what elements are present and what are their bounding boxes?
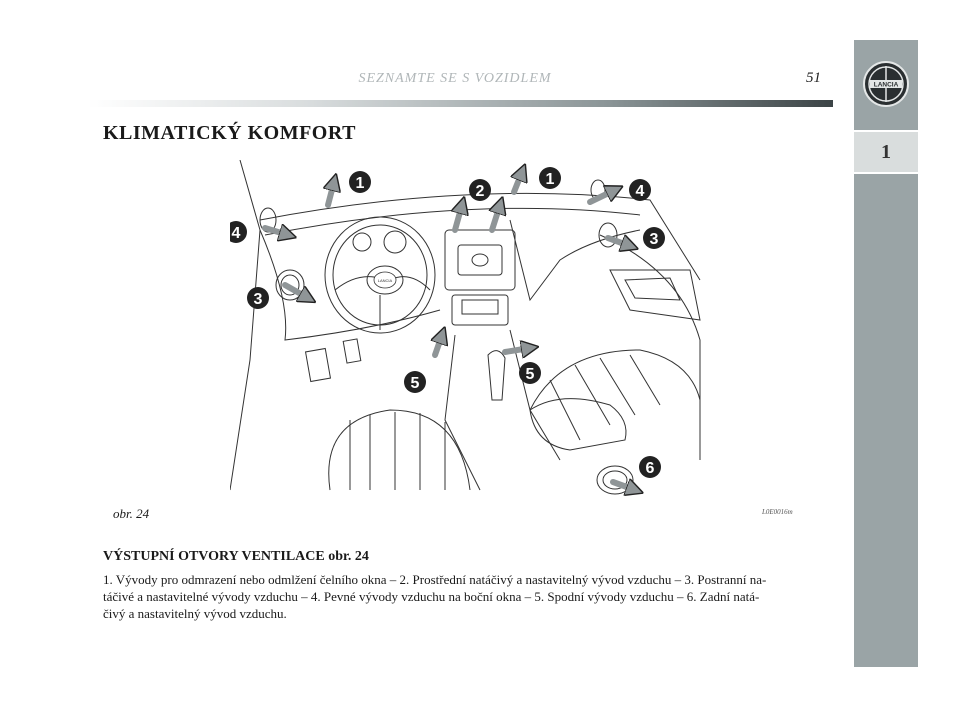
callout-4-right: 4 — [629, 179, 651, 201]
dashboard-illustration: 1 2 1 4 4 3 3 5 5 6 LANCIA — [230, 160, 701, 510]
svg-text:5: 5 — [411, 375, 420, 392]
callout-4-left: 4 — [230, 221, 247, 243]
svg-text:1: 1 — [356, 175, 365, 192]
svg-text:4: 4 — [232, 225, 241, 242]
callout-2: 2 — [469, 179, 491, 201]
svg-text:1: 1 — [546, 171, 555, 188]
figure-code: L0E0016m — [762, 508, 793, 516]
callout-6: 6 — [639, 456, 661, 478]
svg-text:3: 3 — [650, 231, 659, 248]
running-head: SEZNAMTE SE S VOZIDLEM — [358, 71, 552, 86]
svg-text:2: 2 — [476, 183, 485, 200]
chapter-side-tab: LANCIA 1 — [854, 40, 918, 667]
callout-3-right: 3 — [643, 227, 665, 249]
steering-emblem: LANCIA — [373, 271, 397, 289]
callout-5-right: 5 — [519, 362, 541, 384]
body-line: čivý a nastavitelný vývod vzduchu. — [103, 606, 287, 621]
svg-text:LANCIA: LANCIA — [378, 278, 393, 283]
svg-text:6: 6 — [646, 460, 655, 477]
lancia-logo-icon: LANCIA — [863, 61, 909, 107]
svg-text:3: 3 — [254, 291, 263, 308]
callout-1-left: 1 — [349, 171, 371, 193]
figure-caption: obr. 24 — [113, 506, 150, 521]
section-heading: VÝSTUPNÍ OTVORY VENTILACE obr. 24 — [103, 549, 369, 564]
callout-3-left: 3 — [247, 287, 269, 309]
logo-text: LANCIA — [874, 82, 899, 89]
body-line: táčivé a nastavitelné vývody vzduchu – 4… — [103, 589, 760, 604]
chapter-number: 1 — [854, 130, 918, 174]
callout-1-right: 1 — [539, 167, 561, 189]
svg-text:4: 4 — [636, 183, 645, 200]
page-number: 51 — [806, 70, 821, 86]
body-line: 1. Vývody pro odmrazení nebo odmlžení če… — [103, 572, 767, 587]
section-body: 1. Vývody pro odmrazení nebo odmlžení če… — [103, 571, 830, 622]
callout-5-left: 5 — [404, 371, 426, 393]
header-rule — [88, 100, 833, 107]
svg-text:5: 5 — [526, 366, 535, 383]
page-title: KLIMATICKÝ KOMFORT — [103, 122, 356, 144]
